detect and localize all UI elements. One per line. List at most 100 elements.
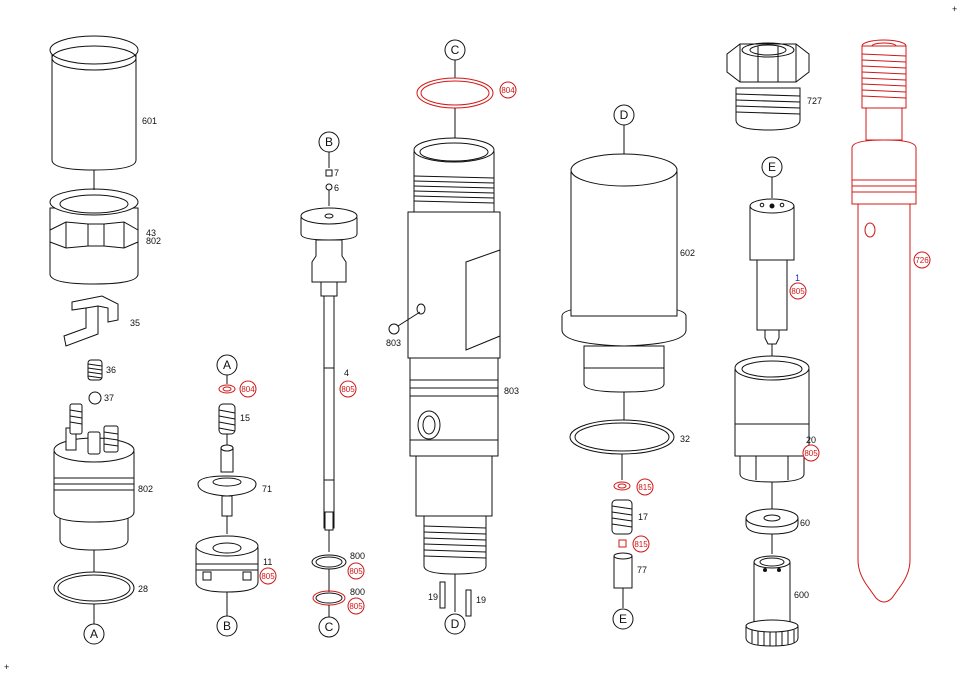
label-802-top: 802: [146, 236, 161, 246]
part-815-shim: [618, 539, 627, 548]
label-35: 35: [130, 318, 140, 328]
badge-804-a: [239, 380, 257, 398]
part-36-spring: [87, 359, 103, 381]
label-805-a: 805: [261, 572, 275, 581]
column-4-injector-body: C: [386, 39, 519, 635]
badge-815-a: [636, 478, 654, 496]
column-6-nozzle-group: E: [726, 42, 822, 647]
label-19-right: 19: [476, 595, 486, 605]
label-11: 11: [263, 557, 272, 567]
label-805-c: 805: [349, 567, 363, 576]
label-800-a: 800: [350, 551, 365, 561]
part-32-o-ring: [569, 419, 675, 455]
part-726-holder-red: [851, 39, 917, 603]
badge-726: [913, 251, 931, 269]
part-800-ring-b: [312, 590, 346, 606]
part-804-o-ring: [416, 77, 494, 109]
part-727-fitting: [726, 42, 810, 131]
part-4-valve-piece: [300, 207, 358, 531]
part-71-armature: [197, 444, 257, 517]
label-7: 7: [334, 168, 339, 178]
svg-text:B: B: [325, 135, 333, 149]
column-5-sleeve-group: D: [561, 104, 695, 630]
corner-marker-top-right: +: [952, 4, 957, 14]
callout-a-top: A: [216, 354, 238, 376]
callout-c-bottom: C: [318, 616, 340, 638]
label-815-b: 815: [634, 540, 648, 549]
callout-e-top: E: [761, 156, 783, 178]
part-600-sleeve: [745, 555, 799, 647]
label-805-d: 805: [349, 602, 363, 611]
label-804-b: 804: [501, 86, 515, 95]
label-805-e: 805: [791, 287, 805, 296]
svg-text:A: A: [90, 627, 98, 641]
label-804-a: 804: [241, 385, 255, 394]
badge-815-b: [632, 535, 650, 553]
callout-a-bottom: A: [83, 623, 105, 645]
part-804-washer: [218, 384, 236, 394]
label-60: 60: [800, 518, 810, 528]
badge-805-d: [347, 597, 365, 615]
callout-803-marker: [388, 323, 400, 335]
callout-d-bottom: D: [444, 613, 466, 635]
badge-805-f: [802, 444, 820, 462]
part-800-ring-a: [311, 554, 347, 570]
part-802-holder-body: [53, 403, 135, 551]
badge-805-b: [339, 380, 357, 398]
part-20-nozzle-nut: [734, 355, 810, 483]
column-2-valve-group: A: [195, 354, 277, 637]
svg-text:D: D: [620, 108, 629, 122]
part-1-nozzle: [749, 198, 795, 345]
label-803-side: 803: [386, 338, 401, 348]
part-19-pin-left: [439, 581, 446, 609]
label-77: 77: [637, 565, 647, 575]
label-803-body: 803: [504, 386, 519, 396]
part-15-spring: [218, 403, 236, 435]
part-19-pin-right: [465, 589, 472, 617]
callout-e-bottom: E: [612, 608, 634, 630]
part-28-o-ring: [53, 571, 135, 605]
callout-c-top: C: [444, 39, 466, 61]
label-600: 600: [794, 590, 809, 600]
part-602-sleeve: [561, 153, 687, 393]
callout-d-top: D: [613, 104, 635, 126]
svg-text:B: B: [223, 619, 231, 633]
svg-text:D: D: [451, 617, 460, 631]
label-28: 28: [138, 584, 148, 594]
label-726: 726: [915, 256, 929, 265]
label-815-a: 815: [638, 483, 652, 492]
part-803-body: [407, 137, 501, 575]
column-7-injector-holder: 726: [851, 39, 931, 603]
part-37-ball: [88, 391, 102, 405]
callout-b-bottom: B: [216, 615, 238, 637]
badge-805-e: [789, 282, 807, 300]
column-3-valve-pin-group: B C: [300, 131, 365, 638]
part-601-cap: [49, 35, 139, 171]
label-15: 15: [240, 413, 250, 423]
svg-text:A: A: [223, 358, 231, 372]
svg-text:E: E: [619, 612, 627, 626]
part-60-washer: [745, 508, 799, 535]
svg-text:C: C: [325, 620, 334, 634]
part-815-washer: [613, 481, 631, 491]
part-35-clip: [63, 295, 119, 347]
label-32: 32: [680, 434, 690, 444]
label-805-b: 805: [341, 385, 355, 394]
label-17: 17: [638, 512, 648, 522]
label-805-f: 805: [804, 449, 818, 458]
part-43-nut: [49, 188, 139, 285]
part-6-ball: [325, 183, 333, 191]
corner-marker-bottom-left: +: [4, 662, 9, 672]
label-601: 601: [142, 116, 157, 126]
label-727: 727: [807, 96, 822, 106]
label-6: 6: [334, 183, 339, 193]
label-602: 602: [680, 248, 695, 258]
part-77-pressure-pin: [613, 552, 633, 589]
callout-b-top: B: [318, 131, 340, 153]
badge-805-c: [347, 562, 365, 580]
label-20: 20: [806, 435, 816, 445]
svg-text:E: E: [768, 160, 776, 174]
label-4: 4: [344, 368, 349, 378]
